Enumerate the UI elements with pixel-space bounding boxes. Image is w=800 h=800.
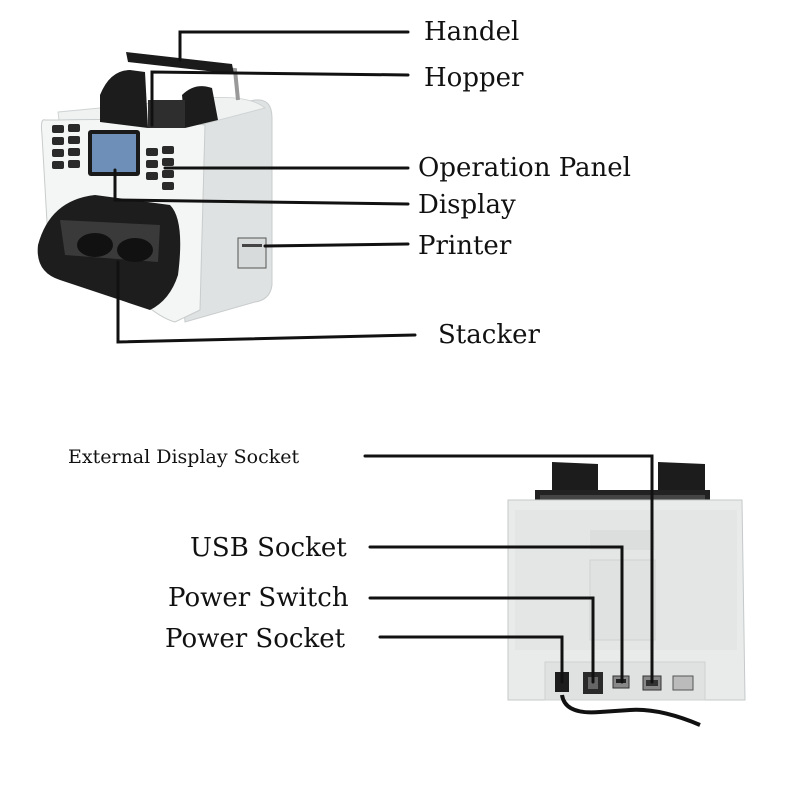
label-stacker: Stacker: [438, 320, 540, 350]
label-hopper: Hopper: [424, 63, 524, 93]
leader-lines: [113, 30, 654, 684]
front-machine-illustration: [37, 52, 273, 323]
leader-hopper: [150, 70, 410, 127]
leader-usb-socket: [368, 545, 624, 684]
label-handel: Handel: [424, 17, 519, 47]
label-operation-panel: Operation Panel: [418, 153, 631, 183]
label-power-switch: Power Switch: [168, 583, 349, 613]
label-printer: Printer: [418, 231, 512, 261]
leader-power-switch: [368, 596, 595, 684]
label-power-socket: Power Socket: [165, 624, 346, 654]
rear-labels: External Display Socket USB Socket Power…: [68, 446, 349, 654]
front-labels: Handel Hopper Operation Panel Display Pr…: [418, 17, 631, 350]
leader-power-socket: [378, 635, 564, 684]
label-external-display-socket: External Display Socket: [68, 446, 299, 468]
leader-external-display-socket: [363, 454, 654, 684]
label-usb-socket: USB Socket: [190, 533, 347, 563]
leader-stacker: [116, 260, 417, 344]
leader-printer: [263, 242, 410, 248]
rear-machine-illustration: [507, 462, 746, 727]
leader-handel: [178, 30, 410, 62]
label-display: Display: [418, 190, 516, 220]
leader-display: [113, 168, 410, 206]
